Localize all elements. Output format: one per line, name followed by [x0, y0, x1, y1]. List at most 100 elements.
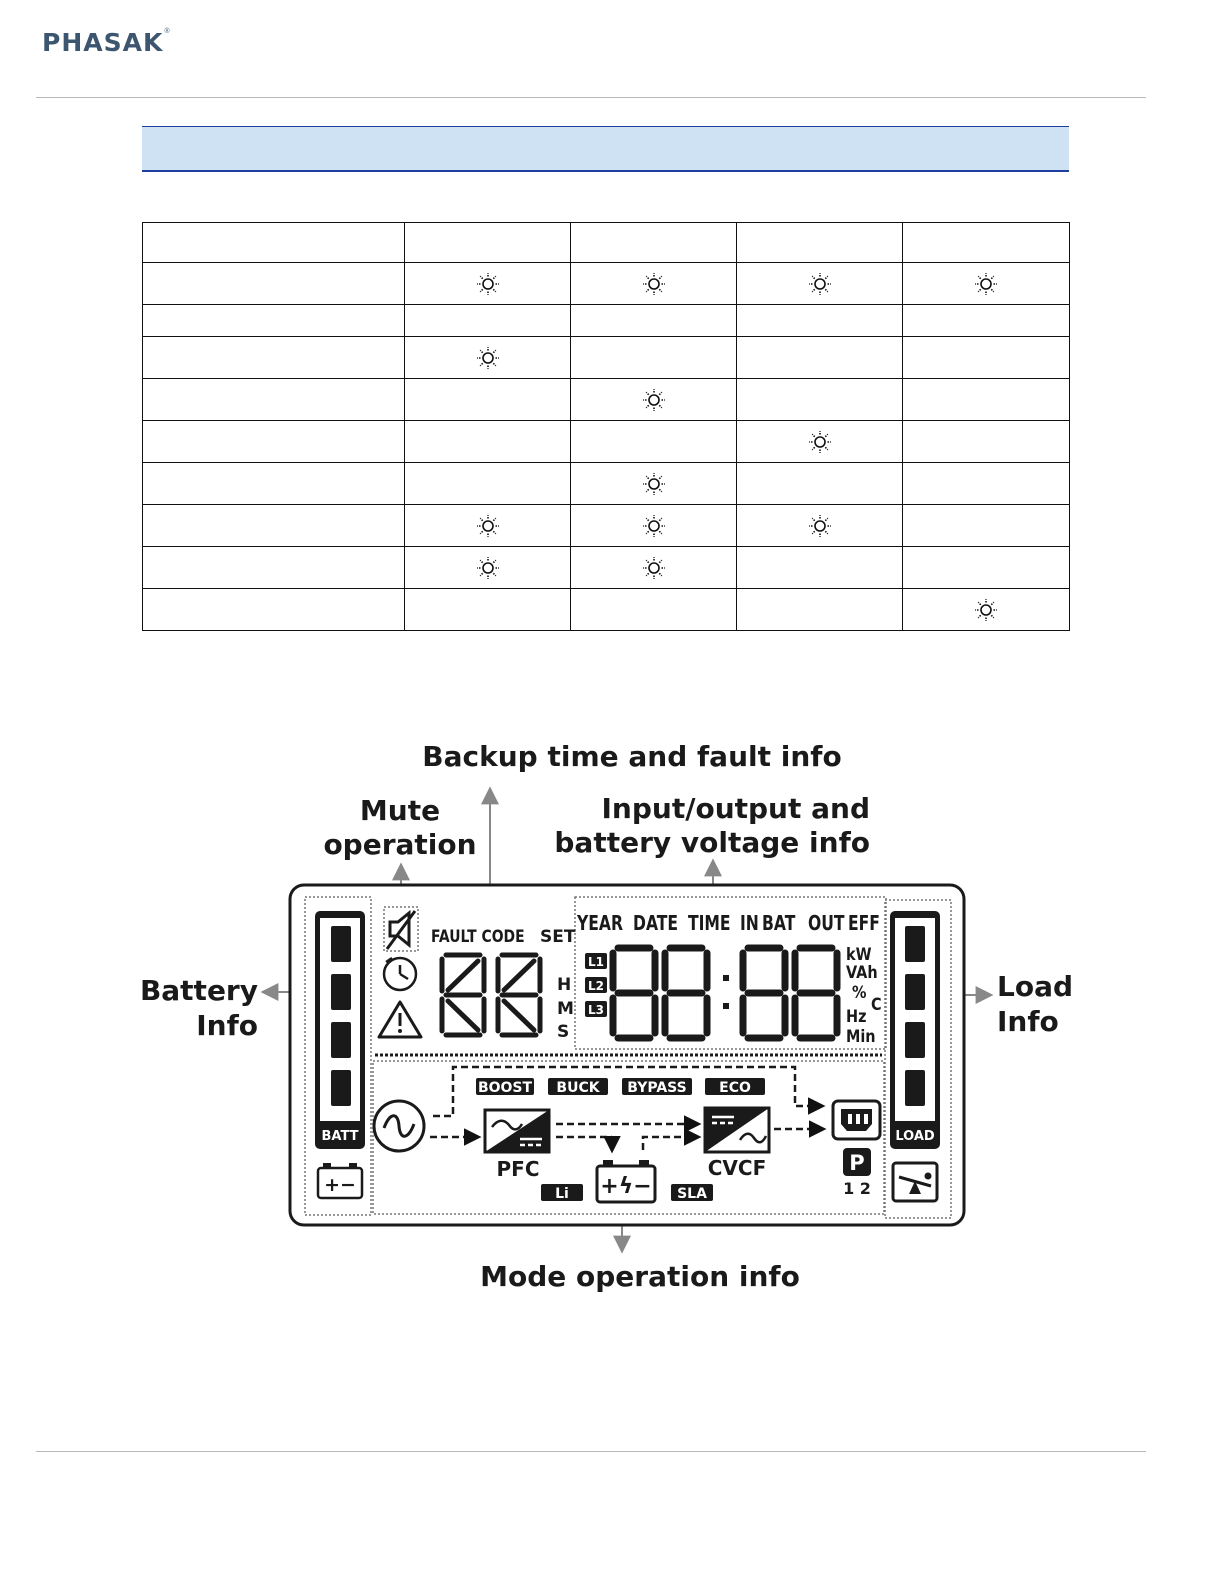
mode-badge: BOOST	[476, 1078, 534, 1096]
output-socket-icon	[831, 1099, 882, 1141]
timer-icon	[382, 956, 418, 992]
logo-text: PHASAK	[42, 27, 164, 57]
table-row	[142, 462, 1070, 505]
bypass-flow-line	[433, 1065, 826, 1118]
svg-text:BOOST: BOOST	[478, 1080, 533, 1096]
battery-callout-2: Info	[196, 1009, 258, 1042]
sun-icon	[642, 556, 665, 579]
backup-time-digits	[439, 952, 543, 1038]
io-value-digits	[609, 944, 841, 1042]
led-off-cell	[736, 462, 903, 505]
row-label-cell	[142, 546, 405, 589]
sun-icon	[476, 514, 499, 537]
io-top-label: DATE	[633, 912, 678, 935]
section-banner	[142, 126, 1069, 172]
charging-battery-icon: +ϟ−	[595, 1160, 657, 1204]
phase-label: L2	[588, 979, 604, 993]
svg-text:+ϟ−: +ϟ−	[600, 1174, 651, 1199]
mode-badge: ECO	[705, 1078, 765, 1096]
battery-icon: +−	[316, 1163, 364, 1200]
fault-code-label: FAULT CODE	[431, 927, 525, 947]
unit-label: Hz	[846, 1006, 866, 1026]
led-off-cell	[404, 588, 571, 631]
phase-badge	[585, 953, 607, 969]
hours-label: H	[557, 975, 571, 995]
row-label-cell	[142, 378, 405, 421]
sun-icon	[975, 598, 997, 621]
table-row	[142, 262, 1070, 305]
led-off-cell	[570, 588, 737, 631]
svg-text:Li: Li	[555, 1186, 569, 1202]
unit-label: Min	[846, 1026, 876, 1046]
led-off-cell	[736, 304, 903, 337]
row-label-cell	[142, 462, 405, 505]
mode-callout: Mode operation info	[480, 1260, 800, 1293]
io-callout-1: Input/output and	[602, 792, 870, 825]
battery-level-bars	[315, 911, 365, 1149]
led-off-cell	[404, 304, 571, 337]
led-off-cell	[902, 462, 1070, 505]
cvcf-inverter-icon	[703, 1106, 771, 1154]
battery-group-box	[304, 896, 372, 1216]
phase-badge	[585, 1001, 607, 1017]
sun-icon	[476, 346, 499, 369]
row-label-cell	[142, 222, 405, 263]
sun-icon	[476, 556, 499, 579]
led-off-cell	[736, 588, 903, 631]
led-on-cell	[902, 588, 1070, 631]
mute-callout-1: Mute	[360, 794, 440, 827]
seconds-label: S	[557, 1022, 569, 1042]
row-label-cell	[142, 588, 405, 631]
cvcf-label: CVCF	[708, 1156, 767, 1180]
io-top-label: BAT	[762, 912, 796, 935]
led-off-cell	[902, 336, 1070, 379]
led-on-cell	[902, 262, 1070, 305]
io-top-label: YEAR	[576, 912, 623, 935]
battery-callout-1: Battery	[140, 974, 258, 1007]
minutes-label: M	[557, 999, 574, 1019]
seven-segment-digit	[609, 944, 659, 1042]
led-off-cell	[902, 378, 1070, 421]
table-row	[142, 546, 1070, 589]
mode-badge: BUCK	[548, 1078, 608, 1096]
led-off-cell	[902, 546, 1070, 589]
segment-digit	[495, 952, 543, 1038]
svg-text:BUCK: BUCK	[556, 1080, 600, 1096]
mute-group-box	[383, 906, 419, 952]
row-label-cell	[142, 262, 405, 305]
svg-text:SLA: SLA	[677, 1186, 707, 1202]
sun-icon	[642, 388, 665, 411]
sun-icon	[808, 514, 831, 537]
set-label: SET	[540, 927, 576, 947]
brand-logo: PHASAK ®	[42, 26, 170, 58]
seven-segment-digit	[791, 944, 841, 1042]
led-on-cell	[404, 546, 571, 589]
unit-label: %	[852, 982, 867, 1002]
row-label-cell	[142, 336, 405, 379]
mode-badge: SLA	[671, 1184, 713, 1202]
io-top-label: IN	[740, 912, 759, 935]
mute-callout-2: operation	[323, 828, 476, 861]
unit-label: VAh	[846, 962, 878, 982]
led-on-cell	[570, 378, 737, 421]
sun-icon	[642, 272, 665, 295]
phase-label: L3	[588, 1003, 604, 1017]
table-row	[142, 304, 1070, 337]
svg-text:ECO: ECO	[719, 1080, 751, 1096]
parallel-numbers: 1 2	[843, 1179, 871, 1198]
io-top-label: TIME	[688, 912, 731, 935]
parallel-label: P	[849, 1151, 864, 1175]
sun-icon	[808, 430, 831, 453]
mute-speaker-icon	[385, 909, 417, 950]
svg-text:BYPASS: BYPASS	[627, 1080, 686, 1096]
registered-mark: ®	[164, 27, 170, 35]
batt-label: BATT	[322, 1129, 359, 1144]
load-callout-2: Info	[997, 1005, 1059, 1038]
mode-badge: Li	[541, 1184, 583, 1202]
table-row	[142, 420, 1070, 463]
seven-segment-digit	[739, 944, 789, 1042]
sun-icon	[975, 272, 997, 295]
led-on-cell	[570, 462, 737, 505]
